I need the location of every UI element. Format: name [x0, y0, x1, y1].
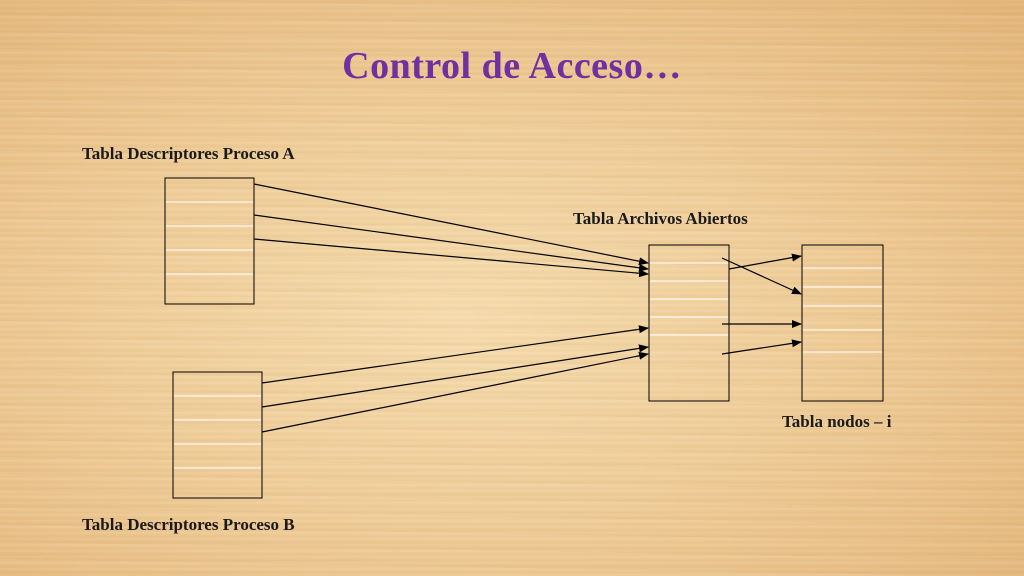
open-files-table-label: Tabla Archivos Abiertos	[573, 209, 748, 228]
arrow	[261, 325, 649, 384]
arrow	[261, 344, 649, 408]
arrow	[261, 351, 649, 433]
arrow	[253, 214, 649, 272]
arrow	[253, 183, 649, 266]
inodes-table-label: Tabla nodos – i	[782, 412, 892, 431]
process-a-arrows	[253, 183, 649, 278]
slide-title: Control de Acceso…	[342, 45, 682, 87]
process-b-arrows	[261, 325, 649, 433]
process-a-descriptor-table	[164, 177, 255, 305]
arrow	[721, 339, 802, 355]
arrow	[253, 238, 649, 278]
open-files-table	[648, 244, 730, 402]
arrow	[728, 253, 802, 270]
open-files-to-inode-arrows	[721, 253, 802, 355]
inode-table	[801, 244, 884, 402]
process-b-table-label: Tabla Descriptores Proceso B	[82, 515, 295, 534]
arrow	[721, 257, 802, 295]
process-a-table-label: Tabla Descriptores Proceso A	[82, 144, 295, 163]
process-b-descriptor-table	[172, 371, 263, 499]
